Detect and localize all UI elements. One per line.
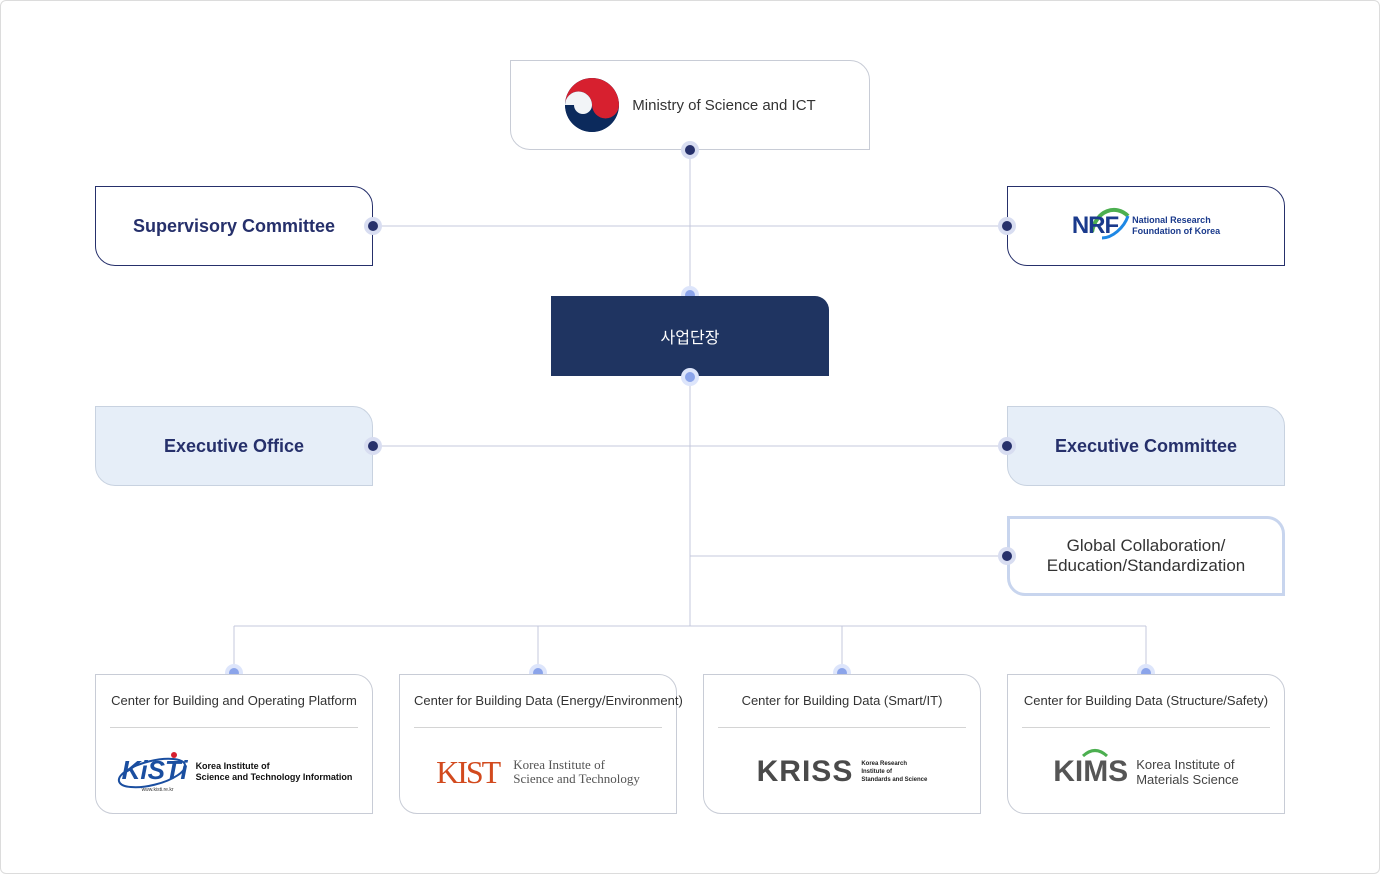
kist-line1: Korea Institute of [513, 757, 605, 772]
ministry-box: Ministry of Science and ICT [510, 60, 870, 150]
nrf-connector-dot [1002, 221, 1012, 231]
kisti-line2: Science and Technology Information [195, 772, 353, 782]
nrf-box: NRF National Research Foundation of Kore… [1007, 186, 1285, 266]
global-collaboration-dot [1002, 551, 1012, 561]
taegeuk-logo-icon [565, 78, 620, 132]
center-box-smart: Center for Building Data (Smart/IT) KRIS… [703, 674, 981, 814]
center-title: Center for Building and Operating Platfo… [111, 693, 357, 708]
kist-line2: Science and Technology [513, 771, 640, 786]
center-dot-1 [229, 668, 239, 678]
executive-office-label: Executive Office [163, 435, 305, 456]
kriss-line1: Korea Research [861, 761, 908, 767]
nrf-line2: Foundation of Korea [1132, 226, 1221, 236]
kisti-url: www.kisti.re.kr [141, 787, 174, 793]
kims-arc-icon [1082, 749, 1109, 757]
director-box: 사업단장 [551, 296, 829, 376]
center-divider [414, 727, 662, 728]
center-title: Center for Building Data (Energy/Environ… [414, 693, 683, 708]
supervisory-committee-label: Supervisory Committee [132, 215, 336, 236]
executive-committee-label: Executive Committee [1054, 435, 1238, 456]
executive-office-box: Executive Office [95, 406, 373, 486]
kriss-wordmark: KRISS [756, 755, 854, 788]
executive-committee-box: Executive Committee [1007, 406, 1285, 486]
center-dot-3 [837, 668, 847, 678]
kisti-line1: Korea Institute of [195, 761, 270, 771]
center-box-structure: Center for Building Data (Structure/Safe… [1007, 674, 1285, 814]
center-title: Center for Building Data (Smart/IT) [741, 693, 943, 708]
executive-committee-dot [1002, 441, 1012, 451]
global-line1: Global Collaboration/ [1066, 536, 1226, 555]
kims-wordmark: KIMS [1053, 755, 1129, 788]
kims-line2: Materials Science [1136, 772, 1239, 787]
ministry-label: Ministry of Science and ICT [632, 96, 816, 114]
kist-logo: KIST Korea Institute of Science and Tech… [400, 737, 676, 807]
center-box-energy: Center for Building Data (Energy/Environ… [399, 674, 683, 814]
center-title: Center for Building Data (Structure/Safe… [1023, 693, 1269, 708]
supervisory-connector-dot [368, 221, 378, 231]
kims-line1: Korea Institute of [1136, 757, 1235, 772]
executive-office-dot [368, 441, 378, 451]
kriss-line2: Institute of [861, 769, 892, 775]
center-box-platform: Center for Building and Operating Platfo… [95, 674, 373, 814]
director-top-dot [685, 290, 695, 300]
center-dot-4 [1141, 668, 1151, 678]
kisti-logo: KiSTi www.kisti.re.kr Korea Institute of… [96, 737, 372, 807]
center-divider [110, 727, 358, 728]
kist-wordmark: KIST [436, 753, 501, 790]
nrf-line1: National Research [1132, 215, 1211, 225]
global-collaboration-box: Global Collaboration/ Education/Standard… [1007, 516, 1285, 596]
kriss-logo: KRISS Korea Research Institute of Standa… [704, 737, 980, 807]
nrf-swoosh-icon [1089, 207, 1130, 240]
center-divider [1022, 727, 1270, 728]
kisti-wordmark: KiSTi [121, 755, 188, 785]
kims-logo: KIMS Korea Institute of Materials Scienc… [1008, 737, 1284, 807]
center-divider [718, 727, 966, 728]
nrf-logo: NRF National Research Foundation of Kore… [1071, 207, 1221, 240]
global-line2: Education/Standardization [1046, 556, 1246, 575]
supervisory-committee-box: Supervisory Committee [95, 186, 373, 266]
director-bottom-dot [685, 372, 695, 382]
nrf-wordmark: NRF [1071, 212, 1119, 239]
center-dot-2 [533, 668, 543, 678]
director-label: 사업단장 [660, 330, 720, 347]
kriss-line3: Standards and Science [861, 777, 928, 783]
kisti-orbit-icon [117, 752, 186, 789]
ministry-connector-dot [685, 145, 695, 155]
